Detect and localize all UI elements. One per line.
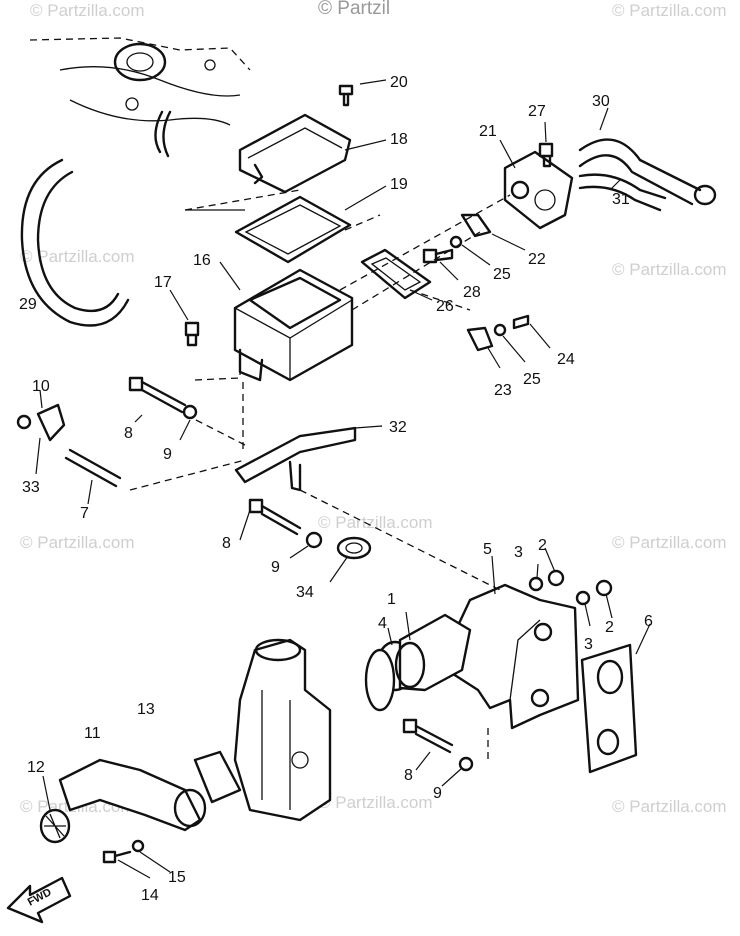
callout-17: 17 [154,274,172,291]
box-cover-18 [238,113,352,194]
washer-25-lower [493,323,507,337]
watermark-text: © Partzilla.com [318,513,433,532]
callout-20: 20 [390,74,408,91]
assembly-lines [129,189,511,760]
bracket-33 [36,403,66,442]
screen-12 [39,808,71,844]
washer-25-upper [449,235,463,249]
callout-9: 9 [433,785,442,802]
engine-background-sketch [29,37,251,211]
callout-3: 3 [514,544,523,561]
box-body-16 [233,268,354,382]
bracket-32 [234,426,357,492]
bolt-8-upper [128,376,187,414]
screw-24 [512,314,530,330]
callout-27: 27 [528,103,546,120]
bolt-28 [422,248,454,264]
callout-10: 10 [32,378,50,395]
callout-8: 8 [222,535,231,552]
screw-14 [102,850,132,864]
watermark-text: © Partzilla.com [30,1,145,20]
washer-3-left [528,576,544,592]
callout-12: 12 [27,759,45,776]
callout-16: 16 [193,252,211,269]
callout-25: 25 [493,266,511,283]
callout-9: 9 [271,559,280,576]
callout-1: 1 [387,591,396,608]
callout-3: 3 [584,636,593,653]
watermark-text: © Partzilla.com [612,797,727,816]
callout-21: 21 [479,123,497,140]
callout-25: 25 [523,371,541,388]
screw-27 [538,142,554,168]
carburetor-13 [233,638,332,822]
gasket-19 [234,195,352,264]
callout-24: 24 [557,351,575,368]
bolt-8-lower [402,718,454,754]
hoses-30-31 [578,138,717,212]
washer-9-upper [182,404,198,420]
nut-10 [16,414,32,430]
callout-8: 8 [124,425,133,442]
callout-26: 26 [436,298,454,315]
callout-9: 9 [163,446,172,463]
clamp-34 [336,536,372,560]
washer-15 [131,839,145,853]
watermark-text: © Partzil [318,0,390,19]
watermark-text: © Partzilla.com [20,533,135,552]
callout-labels: 1 2 2 3 3 4 5 6 7 8 8 8 9 9 9 10 11 12 1… [19,74,653,904]
leader-lines [35,79,651,879]
callout-31: 31 [612,191,630,208]
callout-23: 23 [494,382,512,399]
callout-4: 4 [378,615,387,632]
watermark-text: © Partzilla.com [612,533,727,552]
fwd-direction-arrow: FWD [6,876,72,924]
watermark-text: © Partzilla.com [612,260,727,279]
reed-plate-23 [466,326,494,352]
watermark-text: © Partzilla.com [612,1,727,20]
stud-7 [64,448,122,488]
carb-gasket [193,750,242,804]
callout-13: 13 [137,701,155,718]
callout-11: 11 [84,725,101,742]
washer-9-lower [458,756,474,772]
callout-22: 22 [528,251,546,268]
spacer-left [364,648,396,712]
callout-33: 33 [22,479,40,496]
intake-silencer-11 [58,758,207,832]
nut-2-left [547,569,565,587]
watermark-text: © Partzilla.com [20,247,135,266]
gasket-26 [360,248,432,300]
callout-15: 15 [168,869,186,886]
callout-32: 32 [389,419,407,436]
callout-5: 5 [483,541,492,558]
callout-2: 2 [605,619,614,636]
callout-19: 19 [390,176,408,193]
callout-6: 6 [644,613,653,630]
intake-manifold-5 [448,583,580,730]
washer-9-middle [305,531,323,549]
hose-29 [20,158,130,327]
screw-20 [338,84,354,107]
callout-30: 30 [592,93,610,110]
callout-14: 14 [141,887,159,904]
callout-7: 7 [80,505,89,522]
gasket-6 [580,643,638,774]
bolt-8-middle [248,498,302,536]
nut-2-right [595,579,613,597]
washer-3-right [575,590,591,606]
reed-valve-1 [394,613,472,692]
callout-8: 8 [404,767,413,784]
callout-34: 34 [296,584,314,601]
check-valve-21 [503,150,574,230]
watermark-text: © Partzilla.com [318,793,433,812]
callout-29: 29 [19,296,37,313]
callout-28: 28 [463,284,481,301]
reed-plate-22 [460,213,492,238]
callout-2: 2 [538,537,547,554]
nipple-17 [184,321,200,347]
callout-18: 18 [390,131,408,148]
